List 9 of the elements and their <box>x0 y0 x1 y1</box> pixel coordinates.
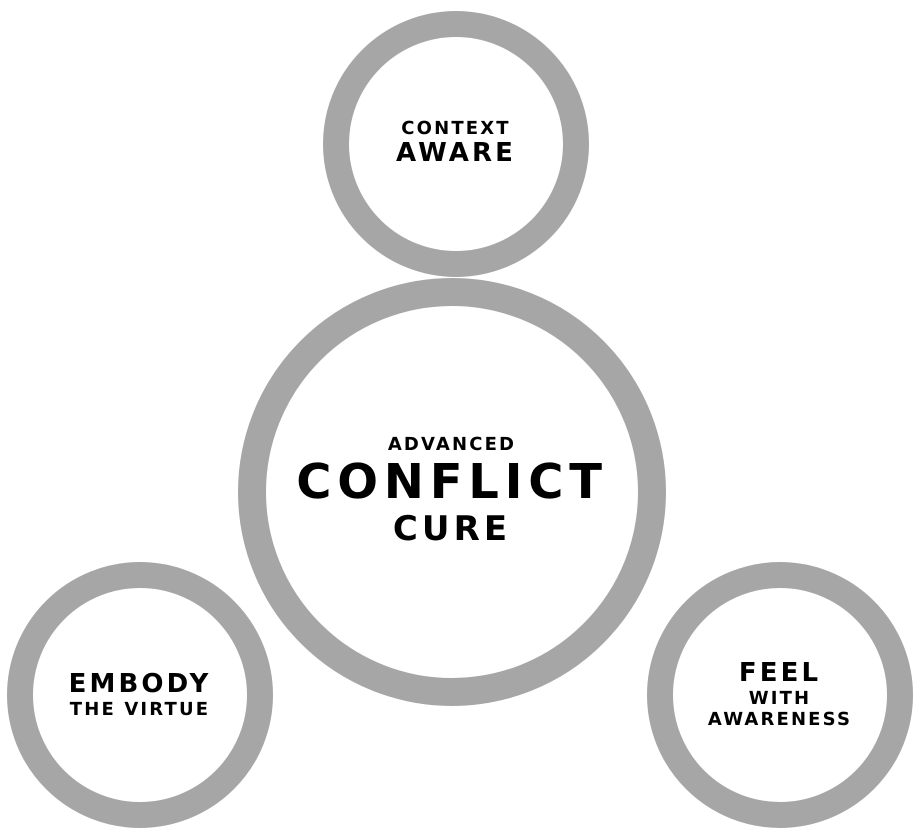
circle-label: CURE <box>392 510 512 550</box>
circle-label: THE VIRTUE <box>70 700 210 720</box>
circle-label: ADVANCED <box>388 434 516 456</box>
circle-label: WITH AWARENESS <box>706 689 854 731</box>
circle-label: CONTEXT <box>401 118 511 140</box>
circle-label: FEEL <box>738 659 822 690</box>
circle-label: AWARE <box>396 139 516 170</box>
circle-label: EMBODY <box>68 670 212 700</box>
circle-label: CONFLICT <box>296 455 608 510</box>
